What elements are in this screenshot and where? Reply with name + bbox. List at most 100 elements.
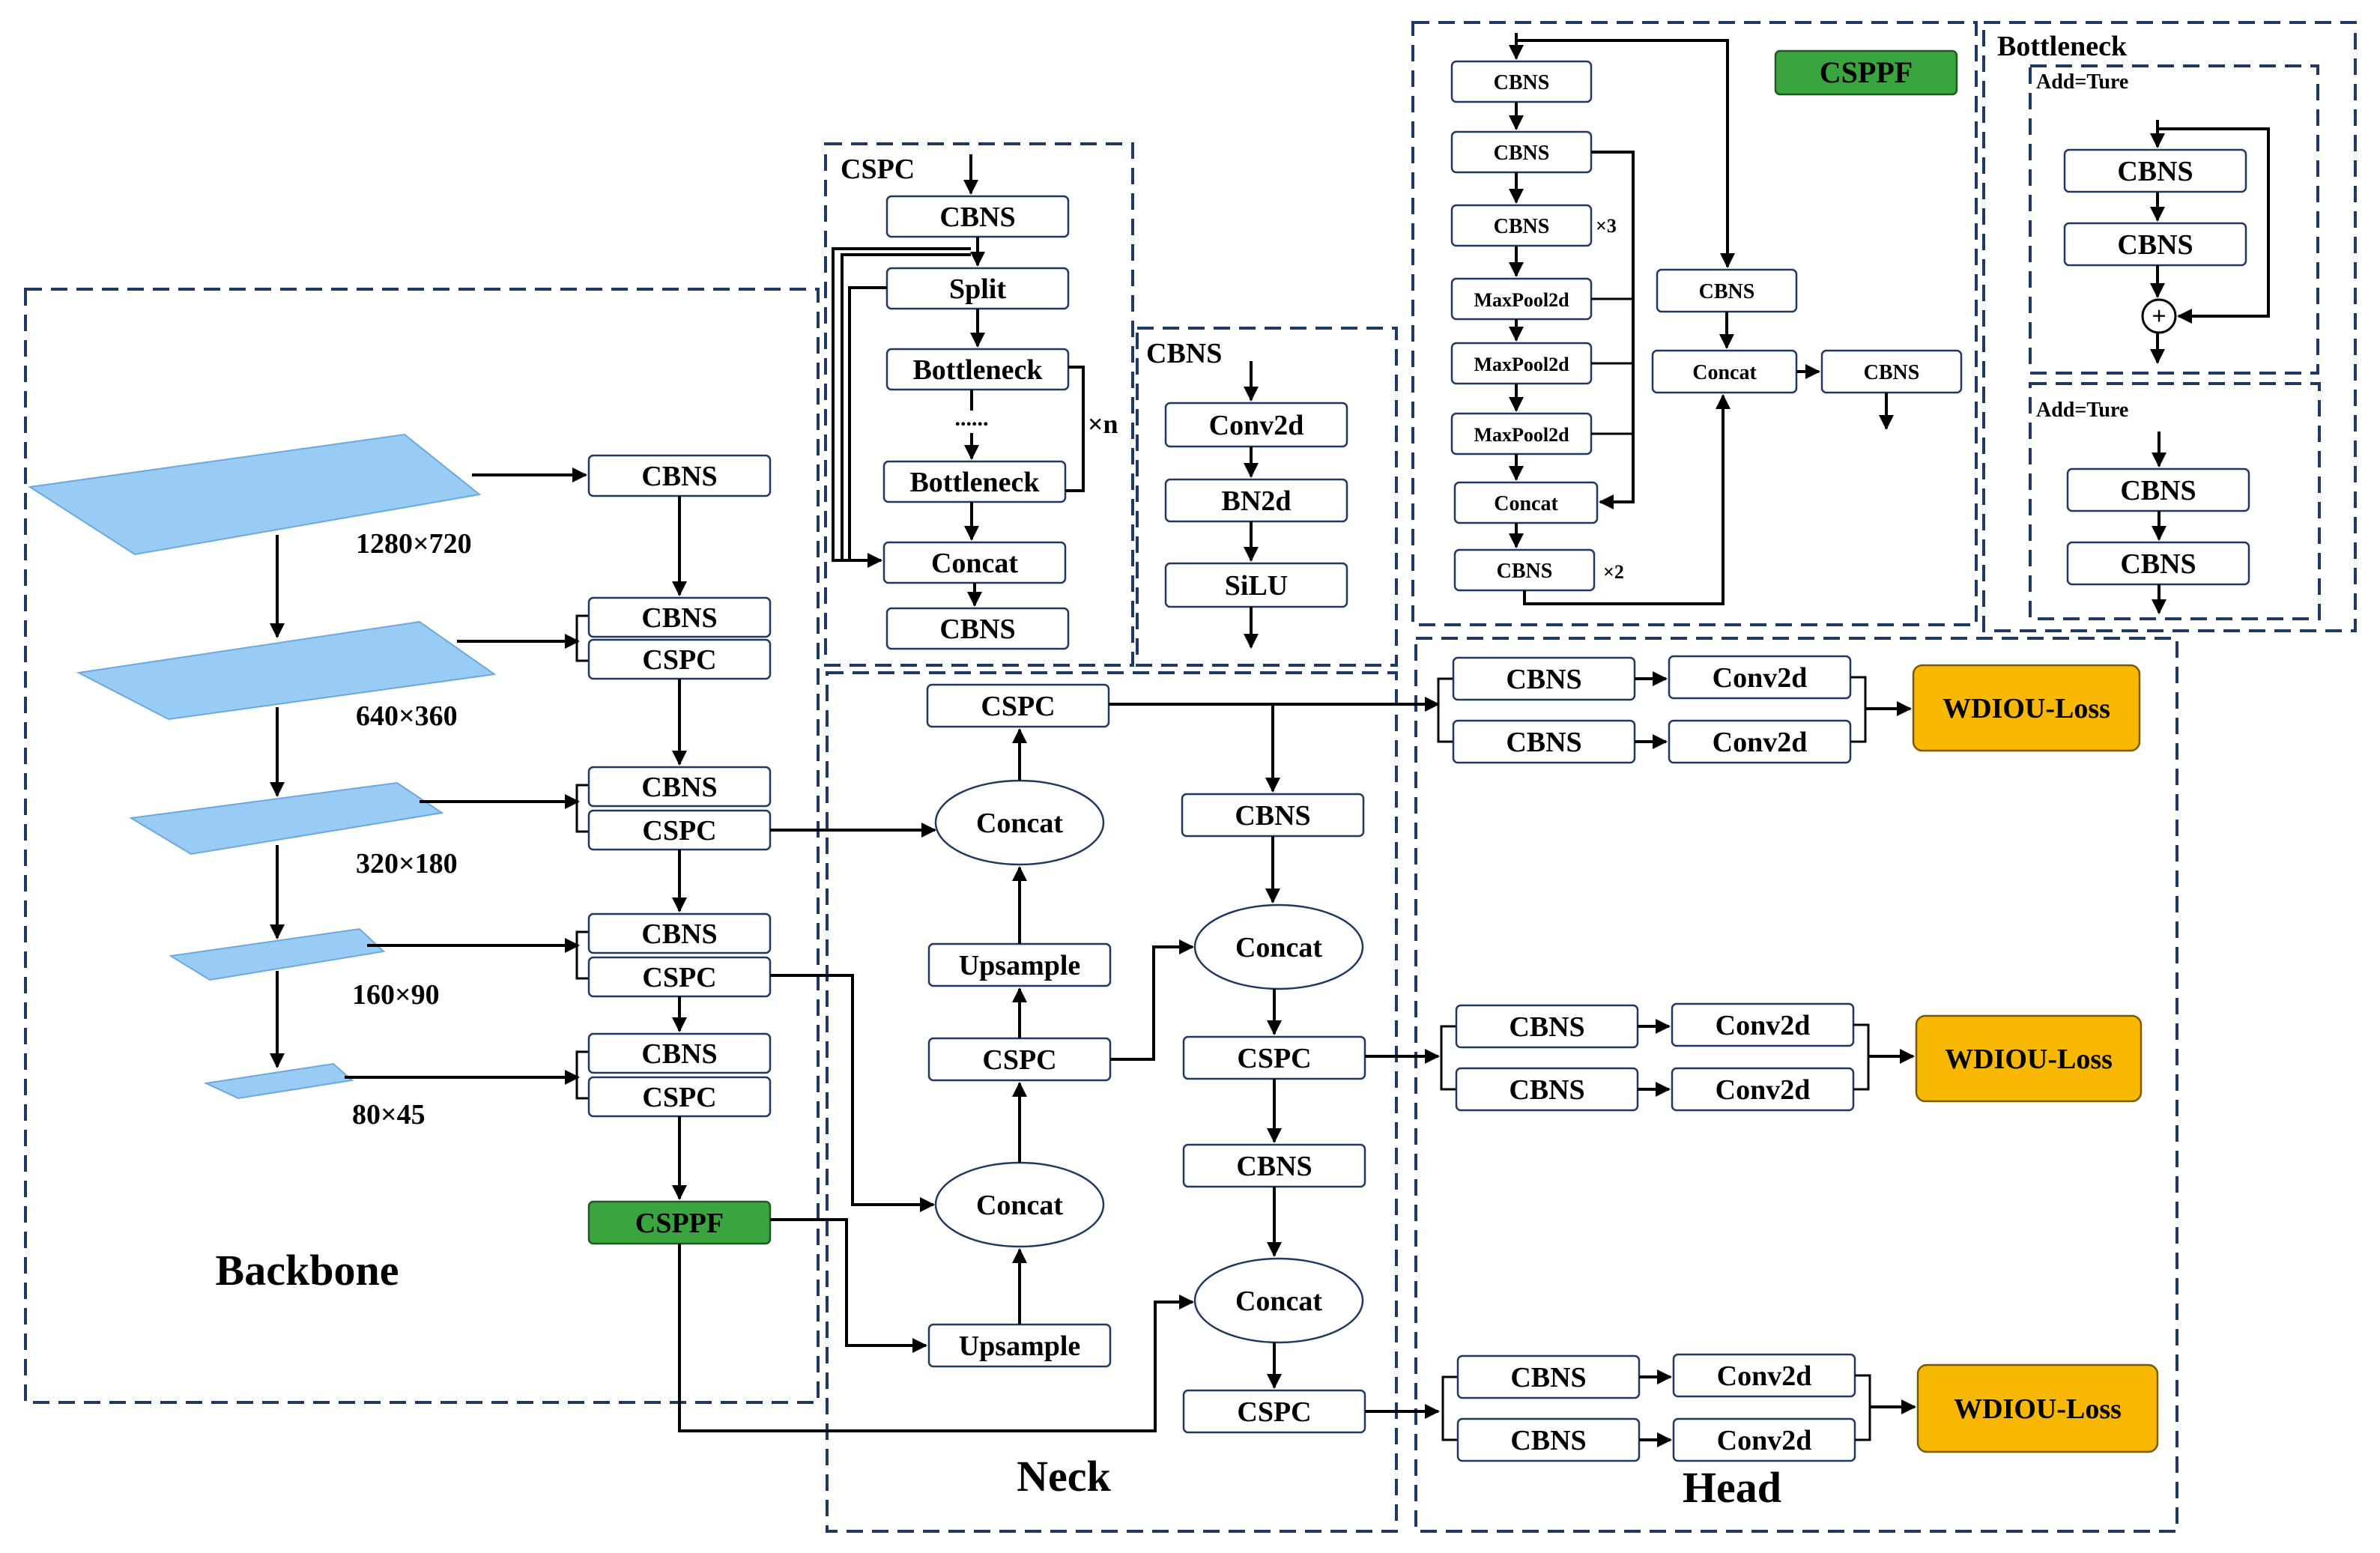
neck-region bbox=[826, 671, 1398, 1533]
head-conv2d-2a: Conv2d bbox=[1671, 1002, 1855, 1047]
svg-text:CBNS: CBNS bbox=[1236, 1151, 1312, 1182]
svg-text:CBNS: CBNS bbox=[1510, 1362, 1586, 1393]
svg-text:CBNS: CBNS bbox=[1510, 1425, 1586, 1456]
csppf-cbns-2: CBNS bbox=[1450, 130, 1593, 174]
backbone-csppf: CSPPF bbox=[587, 1200, 772, 1245]
svg-text:WDIOU-Loss: WDIOU-Loss bbox=[1943, 693, 2110, 724]
bracket bbox=[575, 784, 589, 833]
bottleneck-add-false-region bbox=[2029, 382, 2321, 620]
svg-text:MaxPool2d: MaxPool2d bbox=[1474, 354, 1569, 375]
csppf-maxpool-2: MaxPool2d bbox=[1450, 342, 1593, 385]
head-conv2d-1b: Conv2d bbox=[1668, 719, 1852, 764]
arrow bbox=[1110, 939, 1194, 1061]
svg-text:CSPC: CSPC bbox=[982, 1044, 1056, 1076]
svg-text:Conv2d: Conv2d bbox=[1716, 1074, 1811, 1106]
repeat-bracket bbox=[1065, 366, 1085, 492]
cspc-detail-cbns-top: CBNS bbox=[885, 195, 1070, 238]
arrow bbox=[770, 974, 935, 1212]
neck-cbns-r2: CBNS bbox=[1182, 1143, 1366, 1188]
head-cbns-1a: CBNS bbox=[1452, 656, 1636, 701]
resolution-label: 320×180 bbox=[356, 848, 458, 880]
svg-text:Concat: Concat bbox=[931, 548, 1018, 579]
neck-cbns-r1: CBNS bbox=[1181, 793, 1365, 838]
svg-text:+: + bbox=[2152, 303, 2166, 330]
svg-text:CBNS: CBNS bbox=[1699, 280, 1755, 303]
svg-text:CBNS: CBNS bbox=[939, 614, 1015, 645]
svg-text:CBNS: CBNS bbox=[641, 772, 717, 803]
arrow bbox=[770, 1218, 927, 1353]
bottleneck-detail-title: Bottleneck bbox=[1997, 31, 2128, 62]
resolution-label: 160×90 bbox=[352, 979, 440, 1011]
svg-text:CSPC: CSPC bbox=[1237, 1043, 1311, 1074]
cspc-detail-title: CSPC bbox=[841, 154, 915, 185]
neck-concat-r2: Concat bbox=[1193, 1257, 1364, 1344]
neck-concat-2: Concat bbox=[934, 1161, 1105, 1248]
svg-text:Conv2d: Conv2d bbox=[1713, 727, 1808, 758]
svg-text:WDIOU-Loss: WDIOU-Loss bbox=[1954, 1393, 2122, 1425]
bottleneck-residual-line bbox=[2158, 127, 2270, 324]
svg-text:CBNS: CBNS bbox=[1494, 215, 1550, 238]
bracket bbox=[575, 930, 589, 980]
cspc-bypass-line bbox=[848, 286, 887, 560]
svg-text:Concat: Concat bbox=[1235, 932, 1322, 963]
bracket bbox=[1850, 676, 1867, 743]
cbns-detail-region bbox=[1136, 327, 1398, 667]
cbns-detail-conv2d: Conv2d bbox=[1164, 402, 1348, 448]
svg-text:Upsample: Upsample bbox=[959, 950, 1081, 981]
feature-map-plane-1280 bbox=[28, 433, 482, 556]
bracket bbox=[1853, 1023, 1870, 1091]
svg-text:Concat: Concat bbox=[976, 1190, 1063, 1221]
backbone-cspc-2: CSPC bbox=[587, 638, 772, 680]
svg-text:Concat: Concat bbox=[1494, 492, 1558, 515]
csppf-times3: ×3 bbox=[1596, 215, 1617, 237]
csppf-detail-title-box: CSPPF bbox=[1774, 49, 1958, 96]
feature-map-plane-640 bbox=[76, 620, 497, 721]
neck-concat-r1: Concat bbox=[1193, 903, 1364, 990]
head-cbns-3b: CBNS bbox=[1456, 1417, 1641, 1462]
csppf-maxpool-3: MaxPool2d bbox=[1450, 412, 1593, 455]
svg-text:Concat: Concat bbox=[1235, 1286, 1322, 1317]
csppf-cbns-1: CBNS bbox=[1450, 60, 1593, 103]
svg-text:CSPC: CSPC bbox=[642, 644, 716, 676]
bottleneck-plus-node: + bbox=[2141, 298, 2177, 334]
cbns-detail-silu: SiLU bbox=[1164, 562, 1348, 608]
svg-text:Split: Split bbox=[949, 273, 1006, 305]
svg-text:CSPC: CSPC bbox=[642, 962, 716, 993]
head-conv2d-3a: Conv2d bbox=[1672, 1353, 1856, 1398]
cspc-detail-cbns-bottom: CBNS bbox=[885, 607, 1070, 650]
svg-text:CSPC: CSPC bbox=[642, 1082, 716, 1113]
svg-text:CBNS: CBNS bbox=[2117, 229, 2193, 261]
head-loss-3: WDIOU-Loss bbox=[1916, 1363, 2159, 1453]
svg-text:Conv2d: Conv2d bbox=[1713, 662, 1808, 694]
backbone-cbns-5: CBNS bbox=[587, 1032, 772, 1074]
svg-text:Bottleneck: Bottleneck bbox=[912, 354, 1043, 386]
neck-title: Neck bbox=[1017, 1452, 1111, 1501]
svg-text:CSPC: CSPC bbox=[642, 815, 716, 847]
cspc-detail-bottleneck-1: Bottleneck bbox=[885, 348, 1070, 391]
bracket bbox=[575, 614, 589, 662]
svg-text:CBNS: CBNS bbox=[2117, 156, 2193, 187]
head-loss-1: WDIOU-Loss bbox=[1912, 664, 2141, 752]
svg-text:CBNS: CBNS bbox=[1235, 800, 1310, 832]
head-cbns-3a: CBNS bbox=[1456, 1354, 1641, 1399]
neck-cspc-top: CSPC bbox=[926, 683, 1110, 728]
cspc-detail-split: Split bbox=[885, 267, 1070, 310]
resolution-label: 640×360 bbox=[356, 700, 458, 732]
neck-cspc-mid: CSPC bbox=[927, 1037, 1112, 1082]
svg-text:Conv2d: Conv2d bbox=[1716, 1010, 1811, 1041]
bracket bbox=[1855, 1374, 1871, 1441]
svg-text:MaxPool2d: MaxPool2d bbox=[1474, 289, 1569, 311]
backbone-title: Backbone bbox=[216, 1246, 399, 1295]
svg-text:WDIOU-Loss: WDIOU-Loss bbox=[1945, 1044, 2113, 1075]
resolution-label: 80×45 bbox=[352, 1099, 426, 1130]
svg-text:Conv2d: Conv2d bbox=[1717, 1360, 1812, 1392]
bottleneck-true-cbns-1: CBNS bbox=[2063, 148, 2247, 193]
csppf-maxpool-1: MaxPool2d bbox=[1450, 277, 1593, 321]
backbone-region bbox=[24, 288, 820, 1404]
resolution-label: 1280×720 bbox=[356, 528, 472, 560]
head-cbns-2b: CBNS bbox=[1455, 1067, 1639, 1112]
head-cbns-2a: CBNS bbox=[1455, 1004, 1639, 1049]
svg-text:CBNS: CBNS bbox=[939, 202, 1015, 233]
svg-text:CBNS: CBNS bbox=[1497, 560, 1553, 583]
